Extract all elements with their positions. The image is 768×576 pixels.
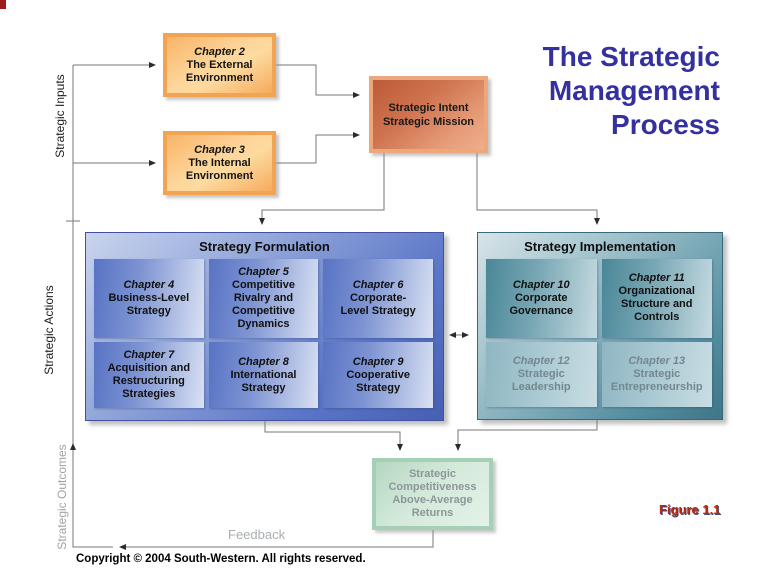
chapter-number: Chapter 9 (352, 355, 404, 368)
chapter-title: The Internal Environment (185, 156, 254, 182)
box-chapter-5: Chapter 5 Competitive Rivalry and Compet… (208, 259, 319, 338)
slide-corner-marker (0, 0, 6, 9)
box-chapter-8: Chapter 8 International Strategy (208, 342, 319, 408)
side-label-strategic-inputs: Strategic Inputs (53, 74, 67, 158)
formulation-to-outcome (264, 421, 403, 451)
box-internal-environment: Chapter 3 The Internal Environment (163, 131, 276, 195)
implementation-to-outcome (455, 420, 598, 451)
chapter-number: Chapter 3 (194, 143, 245, 156)
chapter-title: Business-Level Strategy (108, 292, 190, 317)
formulation-grid: Chapter 4 Business-Level Strategy Chapte… (94, 259, 433, 408)
outcome-text: Strategic Competitiveness Above-Average … (388, 468, 477, 519)
box-chapter-10: Chapter 10 Corporate Governance (486, 259, 597, 338)
panel-header: Strategy Implementation (524, 239, 676, 254)
chapter-title: International Strategy (230, 368, 297, 394)
chapter-title: Competitive Rivalry and Competitive Dyna… (232, 279, 295, 330)
chapter-title: The External Environment (185, 58, 254, 84)
chapter-number: Chapter 2 (194, 45, 245, 58)
ch3-to-intent (276, 132, 360, 164)
chapter-title: Strategic Entrepreneurship (610, 367, 703, 393)
feedback-return-line (70, 443, 113, 548)
chapter-title: Corporate- Level Strategy (340, 292, 416, 317)
chapter-number: Chapter 7 (123, 349, 175, 361)
side-label-strategic-actions: Strategic Actions (42, 285, 56, 375)
box-chapter-9: Chapter 9 Cooperative Strategy (323, 342, 433, 408)
side-label-strategic-outcomes: Strategic Outcomes (55, 444, 69, 550)
feedback-label: Feedback (228, 527, 286, 542)
chapter-number: Chapter 13 (628, 354, 686, 367)
box-strategic-competitiveness: Strategic Competitiveness Above-Average … (372, 458, 493, 530)
chapter-title: Corporate Governance (509, 291, 574, 317)
intent-text: Strategic Intent Strategic Mission (382, 101, 475, 128)
ch2-to-intent (276, 64, 360, 98)
chapter-number: Chapter 5 (238, 266, 289, 278)
chapter-number: Chapter 6 (352, 279, 404, 291)
outcome-feedback-line (119, 530, 434, 550)
box-external-environment: Chapter 2 The External Environment (163, 33, 276, 97)
chapter-number: Chapter 12 (512, 354, 570, 367)
panel-strategy-implementation: Strategy Implementation Chapter 10 Corpo… (477, 232, 723, 420)
intent-to-implementation (476, 152, 600, 225)
chapter-number: Chapter 4 (123, 279, 175, 291)
panel-header: Strategy Formulation (199, 239, 330, 254)
chapter-title: Acquisition and Restructuring Strategies (107, 362, 191, 400)
chapter-number: Chapter 11 (628, 272, 685, 285)
box-strategic-intent-mission: Strategic Intent Strategic Mission (369, 76, 488, 153)
page-title: The Strategic Management Process (542, 41, 720, 140)
intent-to-formulation (259, 152, 385, 225)
box-chapter-6: Chapter 6 Corporate- Level Strategy (323, 259, 433, 338)
implementation-grid: Chapter 10 Corporate Governance Chapter … (486, 259, 712, 407)
chapter-title: Strategic Leadership (511, 367, 571, 393)
chapter-title: Cooperative Strategy (346, 368, 410, 394)
box-chapter-4: Chapter 4 Business-Level Strategy (94, 259, 204, 338)
copyright-line: Copyright © 2004 South-Western. All righ… (76, 553, 366, 565)
box-chapter-12: Chapter 12 Strategic Leadership (486, 341, 597, 407)
chapter-number: Chapter 8 (238, 355, 289, 368)
box-chapter-13: Chapter 13 Strategic Entrepreneurship (601, 341, 712, 407)
chapter-number: Chapter 10 (512, 278, 570, 291)
chapter-title: Organizational Structure and Controls (618, 285, 695, 324)
box-chapter-11: Chapter 11 Organizational Structure and … (601, 259, 712, 338)
panel-strategy-formulation: Strategy Formulation Chapter 4 Business-… (85, 232, 444, 421)
box-chapter-7: Chapter 7 Acquisition and Restructuring … (94, 342, 204, 408)
figure-caption: Figure 1.1 (659, 502, 721, 517)
